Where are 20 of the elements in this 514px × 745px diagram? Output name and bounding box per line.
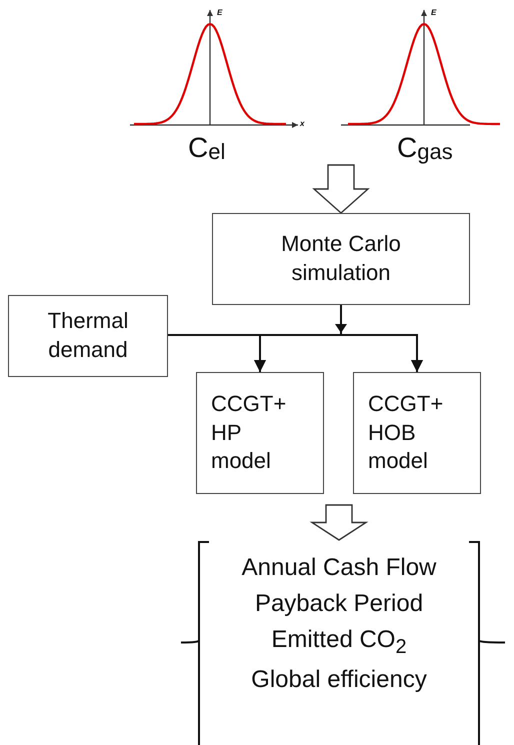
node-text: Emitted CO$_{2}$: [271, 625, 407, 660]
axis-label: x: [300, 119, 304, 128]
variable-label: C$_{el}$: [188, 132, 226, 165]
hollow-arrow: [310, 504, 368, 541]
hollow-arrow: [312, 164, 370, 214]
node-text: CCGT+ HOB model: [368, 390, 444, 476]
node-text: Thermal demand: [46, 307, 130, 364]
input-box: [8, 295, 168, 377]
node-text: Payback Period: [254, 589, 424, 619]
axis-label: E: [431, 8, 436, 17]
model-box: [196, 372, 324, 494]
variable-label: C$_{gas}$: [397, 132, 453, 165]
arrow: [168, 334, 423, 372]
node-text: Annual Cash Flow: [242, 553, 436, 583]
node-text: Monte Carlo simulation: [280, 230, 402, 287]
axis-label: E: [217, 8, 222, 17]
process-box: [212, 213, 470, 305]
node-text: CCGT+ HP model: [211, 390, 288, 476]
node-text: Global efficiency: [251, 664, 427, 695]
model-box: [353, 372, 481, 494]
